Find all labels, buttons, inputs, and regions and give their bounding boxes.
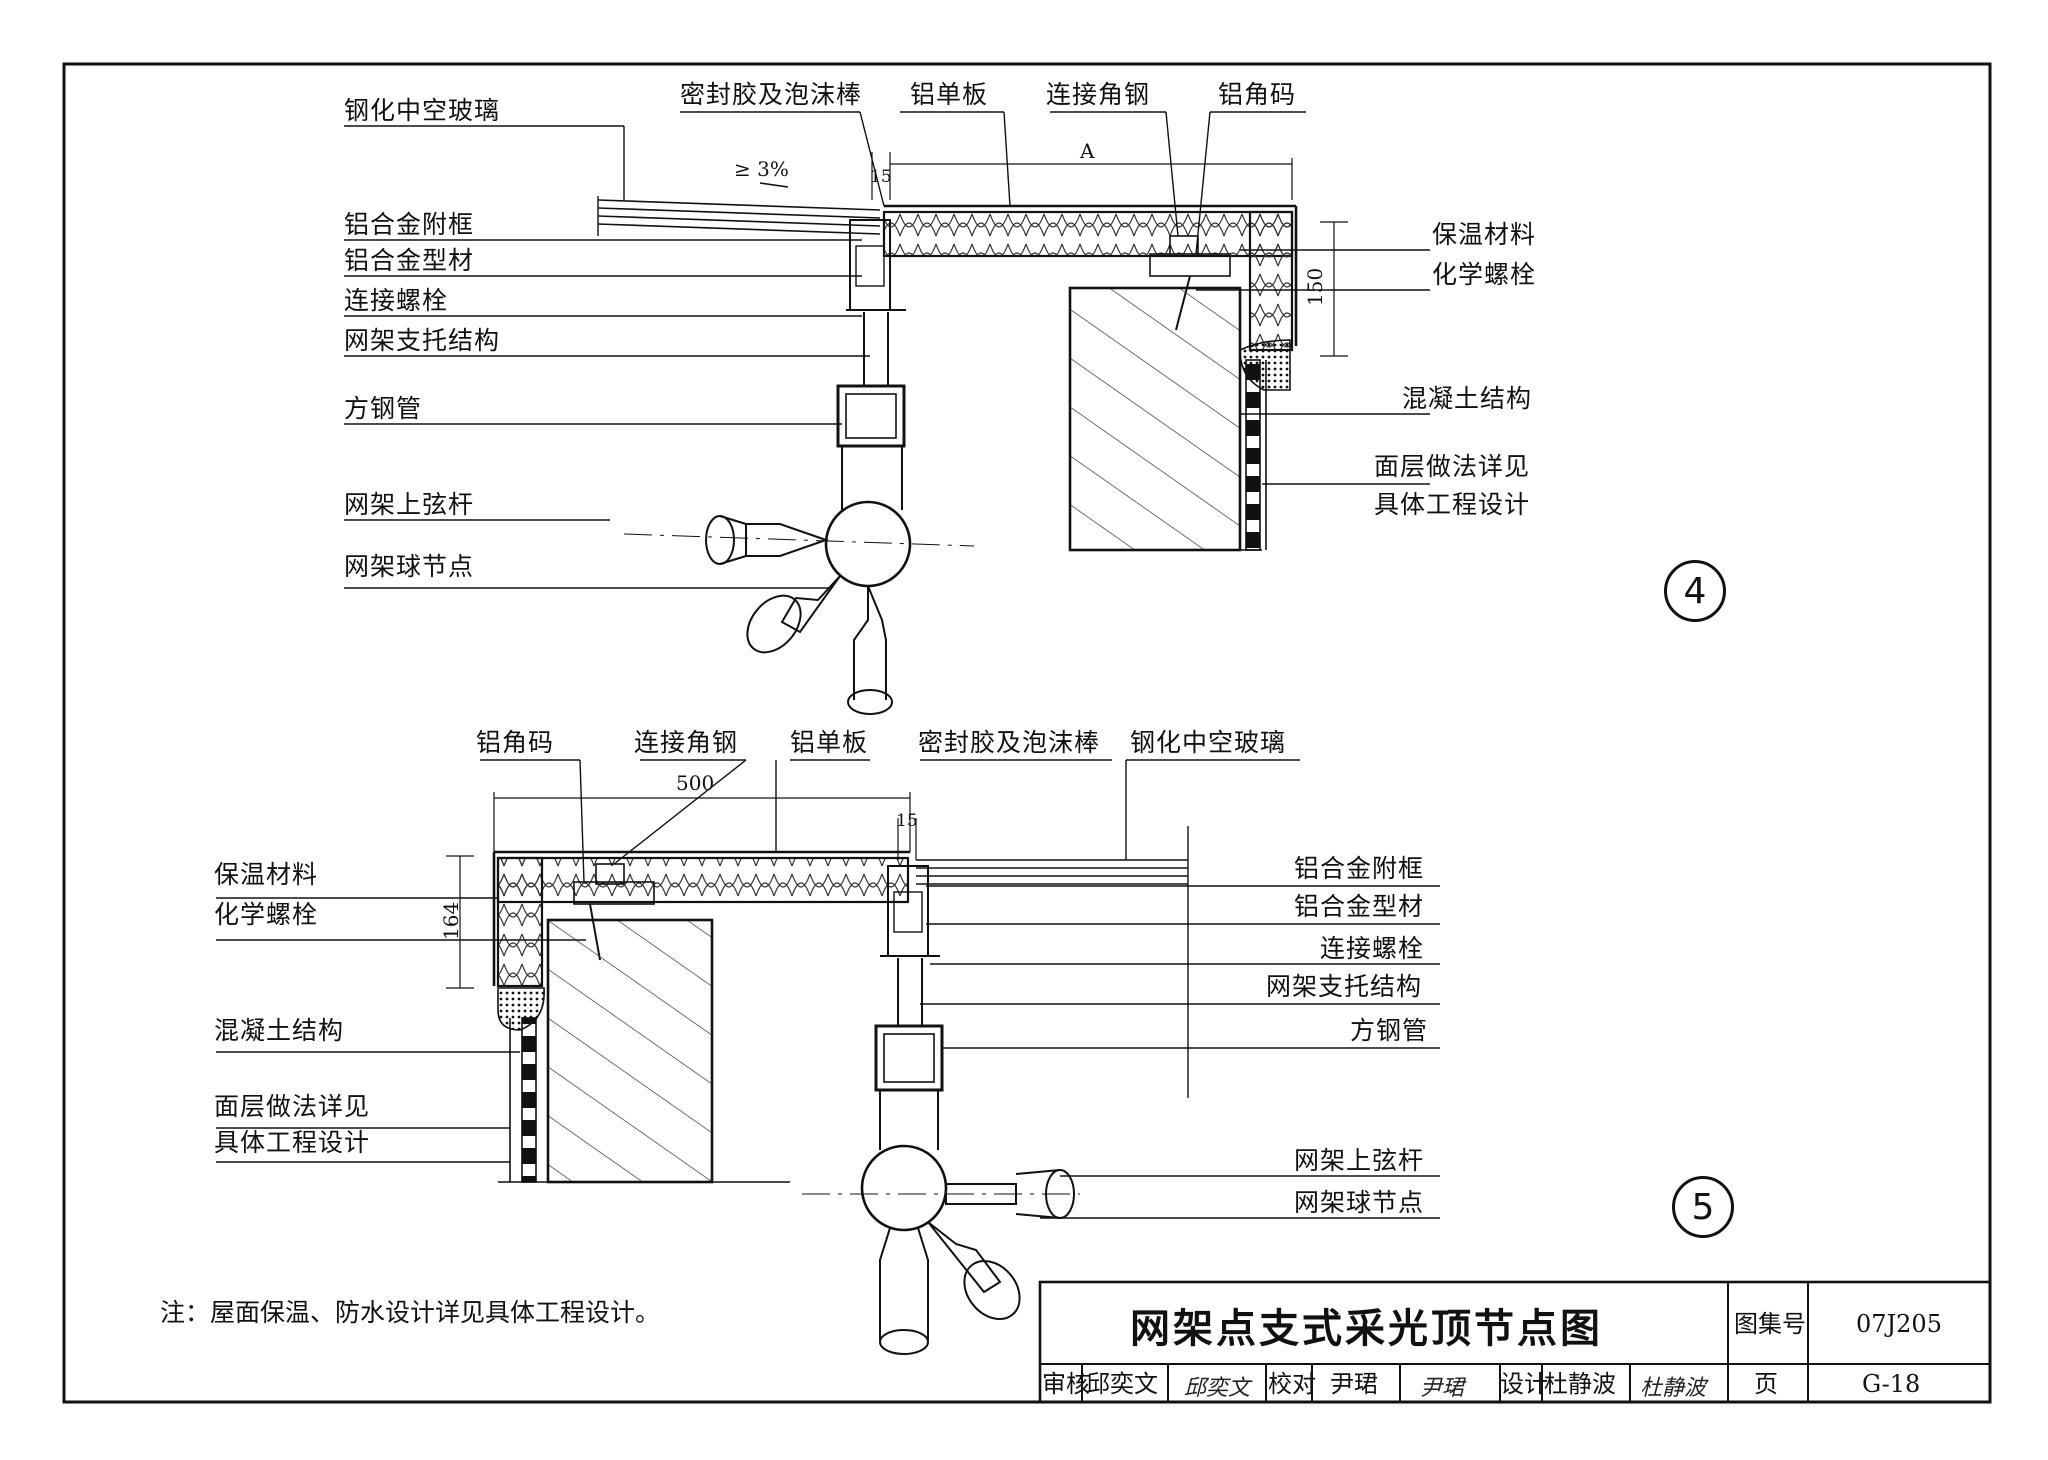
d4-finish-label-1: 面层做法详见	[1374, 452, 1531, 481]
d4-chem-bolt-label: 化学螺栓	[1432, 260, 1537, 289]
detail-5-leaders	[216, 759, 1440, 1219]
d5-insulation-label: 保温材料	[214, 860, 319, 889]
d5-width-dim: 500	[676, 771, 715, 795]
d4-upper-chord-label: 网架上弦杆	[344, 490, 475, 519]
d4-finish-label-2: 具体工程设计	[1374, 490, 1531, 519]
d5-square-tube-label: 方钢管	[1350, 1016, 1429, 1045]
d5-al-panel-label: 铝单板	[790, 728, 869, 757]
reviewer-name: 邱奕文	[1086, 1370, 1158, 1398]
d5-finish-label-1: 面层做法详见	[214, 1092, 371, 1121]
d5-upper-chord-label: 网架上弦杆	[1294, 1146, 1425, 1175]
d5-angle-steel-label: 连接角钢	[634, 728, 739, 757]
d4-profile-label: 铝合金型材	[344, 246, 475, 275]
reviewer-signature: 邱奕文	[1184, 1376, 1251, 1401]
d4-al-panel-label: 铝单板	[910, 80, 989, 109]
general-note: 注：屋面保温、防水设计详见具体工程设计。	[160, 1298, 661, 1327]
check-label: 校对	[1268, 1370, 1316, 1398]
d5-glass-label: 钢化中空玻璃	[1130, 728, 1287, 757]
d4-concrete-label: 混凝土结构	[1402, 384, 1533, 413]
d5-gap-dim: 15	[896, 811, 918, 831]
designer-name: 杜静波	[1544, 1370, 1616, 1398]
d4-subframe-label: 铝合金附框	[344, 210, 475, 239]
checker-name: 尹珺	[1330, 1370, 1378, 1398]
d4-height-dim: 150	[1303, 267, 1327, 306]
d5-al-clip-label: 铝角码	[476, 728, 555, 757]
checker-signature: 尹珺	[1420, 1376, 1465, 1401]
d4-angle-steel-label: 连接角钢	[1046, 80, 1151, 109]
d5-subframe-label: 铝合金附框	[1294, 854, 1425, 883]
detail-5-drawing	[446, 792, 1189, 1355]
drawing-title: 网架点支式采光顶节点图	[1130, 1306, 1603, 1352]
d5-finish-label-2: 具体工程设计	[214, 1128, 371, 1157]
d4-support-label: 网架支托结构	[344, 326, 501, 355]
d4-sealant-label: 密封胶及泡沫棒	[680, 80, 863, 109]
d4-square-tube-label: 方钢管	[344, 394, 423, 423]
d5-sealant-label: 密封胶及泡沫棒	[918, 728, 1101, 757]
detail-5-number: 5	[1672, 1176, 1734, 1238]
d5-support-label: 网架支托结构	[1266, 972, 1423, 1001]
designer-signature: 杜静波	[1640, 1376, 1707, 1401]
d5-concrete-label: 混凝土结构	[214, 1016, 345, 1045]
d4-ball-node-label: 网架球节点	[344, 552, 475, 581]
page-label: 页	[1754, 1370, 1778, 1398]
detail-4-leaders	[344, 111, 1430, 589]
atlas-number: 07J205	[1856, 1310, 1942, 1338]
detail-4-number: 4	[1664, 560, 1726, 622]
d4-al-clip-label: 铝角码	[1218, 80, 1297, 109]
sheet-border	[62, 62, 1992, 1404]
detail-4-drawing	[597, 152, 1348, 715]
d4-width-dim: A	[1080, 139, 1095, 163]
title-block-grid	[1038, 1280, 1992, 1404]
d5-height-dim: 164	[439, 901, 463, 940]
d4-gap-dim: 15	[870, 167, 892, 187]
d5-ball-node-label: 网架球节点	[1294, 1188, 1425, 1217]
d5-bolt-label: 连接螺栓	[1320, 934, 1425, 963]
d4-glass-label: 钢化中空玻璃	[344, 96, 501, 125]
design-label: 设计	[1500, 1370, 1548, 1398]
atlas-label: 图集号	[1734, 1310, 1806, 1338]
d4-slope-label: ≥ 3%	[734, 157, 789, 181]
review-label: 审核	[1042, 1370, 1090, 1398]
d4-bolt-label: 连接螺栓	[344, 286, 449, 315]
page-number: G-18	[1862, 1370, 1921, 1398]
d5-profile-label: 铝合金型材	[1294, 892, 1425, 921]
d4-insulation-label: 保温材料	[1432, 220, 1537, 249]
d5-chem-bolt-label: 化学螺栓	[214, 900, 319, 929]
